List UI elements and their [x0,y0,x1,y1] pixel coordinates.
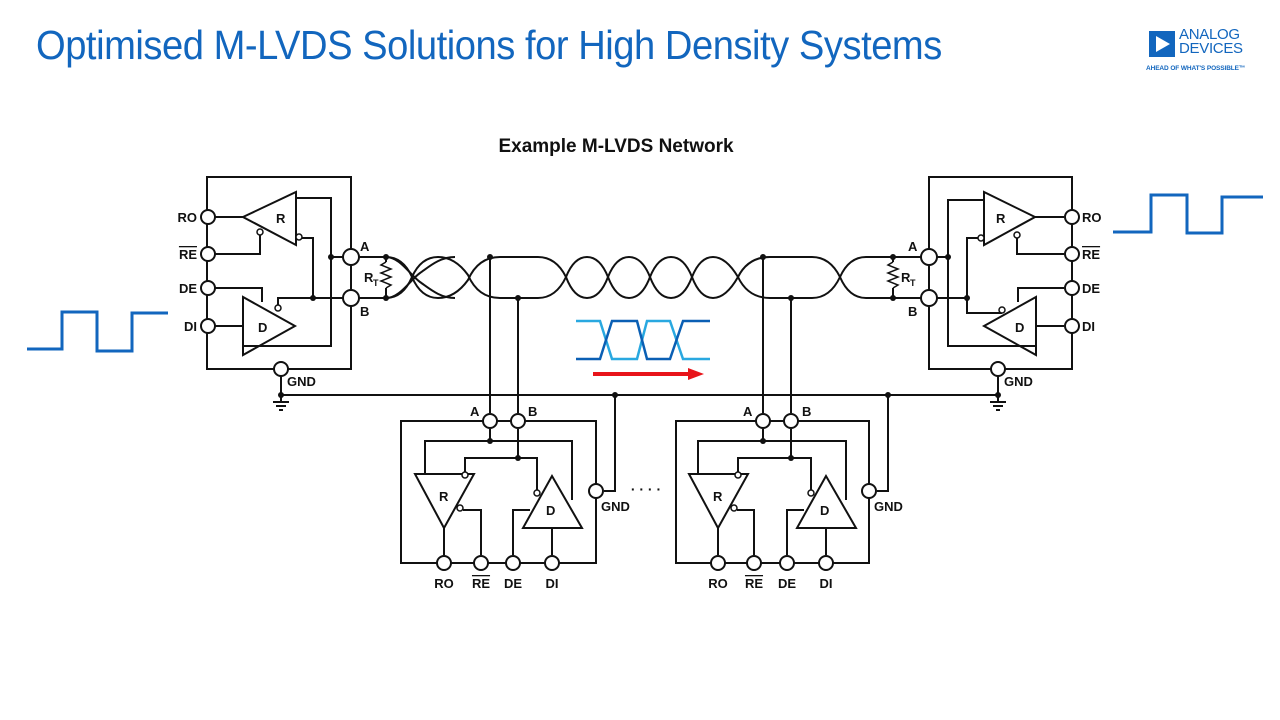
node2-pin-gnd [861,483,877,499]
node1-label-di: DI [546,576,559,591]
left-label-gnd: GND [287,374,316,389]
node1-label-gnd: GND [601,499,630,514]
signal-direction-arrow [593,368,704,380]
left-label-de: DE [179,281,197,296]
more-nodes-ellipsis: · · · · [631,481,661,497]
left-pin-a [342,248,360,266]
node2-label-de: DE [778,576,796,591]
node2-pin-re [746,555,762,571]
logo-tagline: AHEAD OF WHAT'S POSSIBLE™ [1146,65,1246,72]
right-pin-b [920,289,938,307]
wiring [206,176,1073,564]
node2-pin-di [818,555,834,571]
analog-devices-logo: ANALOG DEVICES AHEAD OF WHAT'S POSSIBLE™ [1146,26,1256,76]
pin-circles [200,209,1080,571]
right-label-ro: RO [1082,210,1102,225]
node1-label-re: RE [472,576,490,591]
right-pin-ro [1064,209,1080,225]
node1-label-a: A [470,404,480,419]
left-pin-ro [200,209,216,225]
right-label-de: DE [1082,281,1100,296]
node1-receiver-label: R [439,489,449,504]
node2-label-re: RE [745,576,763,591]
left-label-ro: RO [178,210,198,225]
right-pin-di [1064,318,1080,334]
node1-driver-triangle [521,473,584,529]
right-label-gnd: GND [1004,374,1033,389]
node1-label-ro: RO [434,576,454,591]
node1-receiver-triangle [413,473,476,531]
right-receiver-label: R [996,211,1006,226]
differential-signal-eye-icon [576,319,710,361]
left-driver-label: D [258,320,267,335]
left-label-b: B [360,304,369,319]
node2-label-a: A [743,404,753,419]
left-label-di: DI [184,319,197,334]
left-input-waveform [27,310,168,353]
left-pin-b [342,289,360,307]
node2-pin-ro [710,555,726,571]
right-label-a: A [908,239,918,254]
node2-label-ro: RO [708,576,728,591]
left-rt-subscript: T [373,278,379,288]
left-pin-de [200,280,216,296]
node2-pin-a [755,413,771,429]
node2-pin-de [779,555,795,571]
right-pin-re [1064,246,1080,262]
node2-driver-label: D [820,503,829,518]
right-receiver-triangle [983,190,1038,247]
left-receiver-triangle [240,190,297,247]
node1-pin-ro [436,555,452,571]
logo-line1: ANALOG [1179,26,1240,43]
node1-pin-gnd [588,483,604,499]
node1-label-b: B [528,404,537,419]
node2-label-gnd: GND [874,499,903,514]
node1-driver-label: D [546,503,555,518]
node1-pin-di [544,555,560,571]
right-pin-gnd [990,361,1006,377]
node1-pin-de [505,555,521,571]
left-pin-gnd [273,361,289,377]
logo-name: ANALOG DEVICES [1179,26,1243,57]
node2-pin-b [783,413,799,429]
diagram-title: Example M-LVDS Network [498,136,734,157]
left-label-a: A [360,239,370,254]
node1-pin-a [482,413,498,429]
right-pin-de [1064,280,1080,296]
left-rt-label: R [364,270,374,285]
right-rt-label: R [901,270,911,285]
node2-receiver-triangle [687,473,750,531]
right-output-waveform [1113,193,1263,235]
right-pin-a [920,248,938,266]
right-label-b: B [908,304,917,319]
node2-receiver-label: R [713,489,723,504]
left-label-re: RE [179,247,197,262]
node2-label-di: DI [820,576,833,591]
left-pin-re [200,246,216,262]
node2-label-b: B [802,404,811,419]
left-receiver-label: R [276,211,286,226]
right-rt-subscript: T [910,278,916,288]
right-label-re: RE [1082,247,1100,262]
right-driver-label: D [1015,320,1024,335]
node1-pin-b [510,413,526,429]
junction-dots [278,254,1001,461]
node1-pin-re [473,555,489,571]
play-triangle-logo-icon [1149,31,1175,57]
slide-title: Optimised M-LVDS Solutions for High Dens… [36,22,942,68]
node1-label-de: DE [504,576,522,591]
left-pin-di [200,318,216,334]
right-label-di: DI [1082,319,1095,334]
logo-line2: DEVICES [1179,40,1243,57]
node2-driver-triangle [795,473,858,529]
